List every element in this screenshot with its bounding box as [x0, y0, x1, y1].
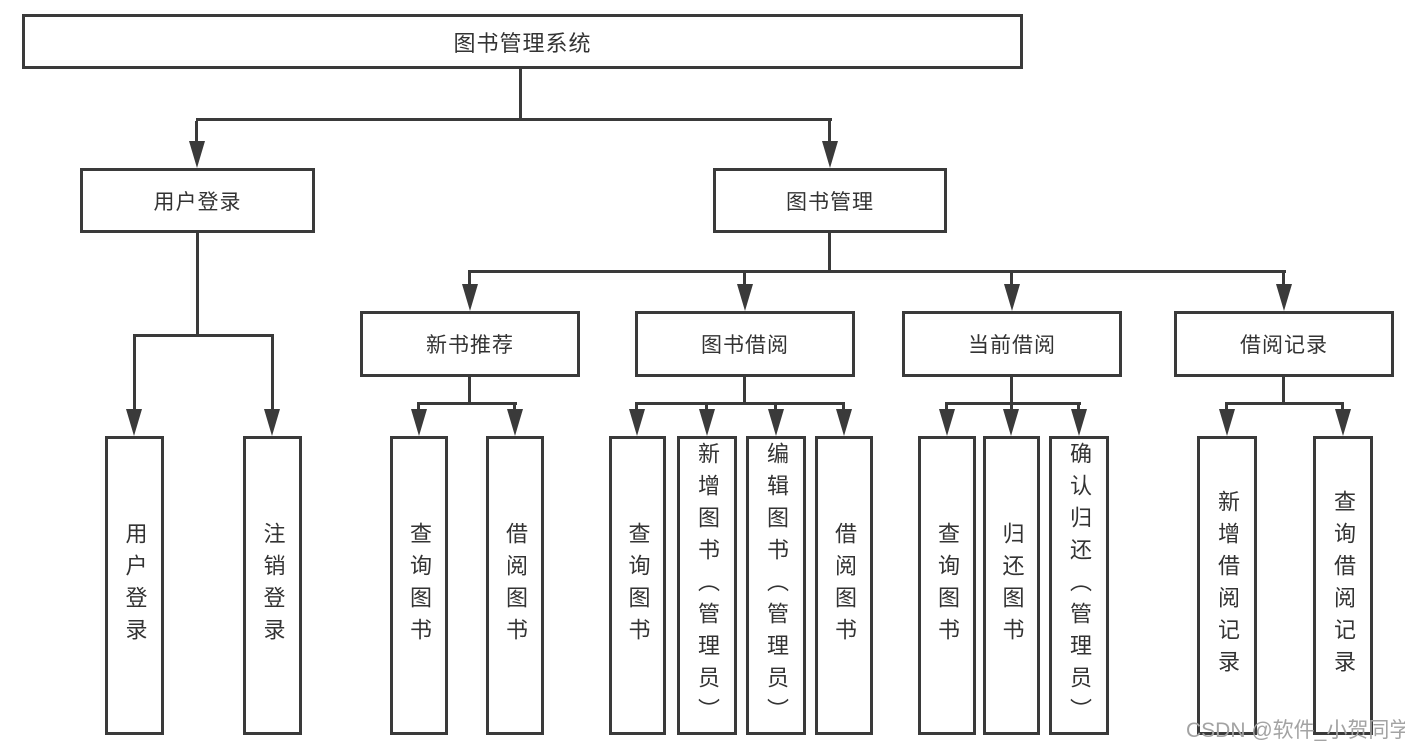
node-current-borrowing: 当前借阅 [902, 311, 1122, 377]
leaf-label: 借阅图书 [832, 521, 857, 650]
connector-arrow [126, 409, 142, 436]
connector-arrow [1071, 409, 1087, 436]
connector-arrow [189, 141, 205, 168]
node-book-management: 图书管理 [713, 168, 947, 233]
leaf-label: 确认归还（管理员） [1067, 441, 1092, 730]
connector-line [1282, 377, 1285, 403]
leaf-label: 编辑图书（管理员） [764, 441, 789, 730]
leaf-label: 新增图书（管理员） [695, 441, 720, 730]
leaf-label: 归还图书 [999, 521, 1025, 650]
connector-line [1010, 273, 1013, 284]
leaf-label: 用户登录 [122, 521, 148, 650]
leaf-bb-edit-books-admin: 编辑图书（管理员） [746, 436, 806, 735]
node-label: 当前借阅 [968, 334, 1056, 357]
connector-line [774, 405, 777, 409]
node-book-borrowing: 图书借阅 [635, 311, 855, 377]
connector-line [828, 121, 831, 141]
connector-arrow [264, 409, 280, 436]
connector-line [133, 334, 274, 337]
connector-line [417, 405, 420, 409]
connector-arrow [737, 284, 753, 311]
leaf-label: 注销登录 [260, 521, 286, 650]
leaf-logout: 注销登录 [243, 436, 302, 735]
leaf-cb-query-books: 查询图书 [918, 436, 976, 735]
leaf-cb-confirm-return-admin: 确认归还（管理员） [1049, 436, 1109, 735]
connector-line [1225, 402, 1344, 405]
connector-line [635, 402, 845, 405]
connector-arrow [462, 284, 478, 311]
connector-arrow [699, 409, 715, 436]
connector-line [743, 273, 746, 284]
connector-line [1010, 405, 1013, 409]
connector-arrow [836, 409, 852, 436]
connector-arrow [1276, 284, 1292, 311]
leaf-br-query-record: 查询借阅记录 [1313, 436, 1373, 735]
connector-line [196, 233, 199, 334]
leaf-label: 查询借阅记录 [1331, 489, 1356, 682]
connector-line [468, 377, 471, 403]
connector-arrow [507, 409, 523, 436]
node-label: 图书管理系统 [453, 30, 592, 56]
connector-line [468, 270, 1286, 273]
leaf-bb-query-books: 查询图书 [609, 436, 666, 735]
leaf-label: 借阅图书 [503, 521, 528, 650]
connector-line [945, 402, 1081, 405]
connector-line [842, 405, 845, 409]
leaf-bb-add-books-admin: 新增图书（管理员） [677, 436, 737, 735]
node-label: 图书管理 [786, 190, 874, 214]
connector-line [1341, 405, 1344, 409]
leaf-label: 查询图书 [625, 521, 651, 650]
connector-line [1225, 405, 1228, 409]
leaf-label: 查询图书 [407, 521, 432, 650]
node-user-login: 用户登录 [80, 168, 315, 233]
leaf-label: 新增借阅记录 [1215, 489, 1240, 682]
leaf-nb-query-books: 查询图书 [390, 436, 448, 735]
connector-line [705, 405, 708, 409]
connector-line [468, 273, 471, 284]
connector-line [945, 405, 948, 409]
connector-arrow [629, 409, 645, 436]
connector-line [271, 337, 274, 409]
connector-line [743, 377, 746, 403]
leaf-label: 查询图书 [935, 521, 960, 650]
connector-arrow [1004, 284, 1020, 311]
connector-line [1010, 377, 1013, 403]
connector-line [1077, 405, 1080, 409]
node-label: 用户登录 [153, 190, 242, 214]
connector-arrow [822, 141, 838, 168]
connector-arrow [1335, 409, 1351, 436]
node-label: 新书推荐 [426, 334, 514, 357]
connector-line [513, 405, 516, 409]
leaf-nb-borrow-books: 借阅图书 [486, 436, 544, 735]
connector-arrow [768, 409, 784, 436]
leaf-bb-borrow-books: 借阅图书 [815, 436, 873, 735]
node-library-system: 图书管理系统 [22, 14, 1023, 69]
connector-arrow [1219, 409, 1235, 436]
connector-line [635, 405, 638, 409]
node-label: 借阅记录 [1240, 334, 1328, 357]
leaf-cb-return-books: 归还图书 [983, 436, 1040, 735]
connector-line [417, 402, 517, 405]
connector-line [1282, 273, 1285, 284]
connector-arrow [1003, 409, 1019, 436]
connector-line [133, 337, 136, 409]
connector-arrow [411, 409, 427, 436]
leaf-br-add-record: 新增借阅记录 [1197, 436, 1257, 735]
connector-arrow [939, 409, 955, 436]
leaf-user-login: 用户登录 [105, 436, 164, 735]
node-new-book-recommend: 新书推荐 [360, 311, 580, 377]
node-label: 图书借阅 [701, 334, 789, 357]
connector-line [196, 118, 832, 121]
connector-line [195, 121, 198, 141]
connector-line [519, 69, 522, 121]
node-borrowing-records: 借阅记录 [1174, 311, 1394, 377]
connector-line [828, 233, 831, 271]
watermark: CSDN @软件_小贺同学 [1186, 719, 1405, 742]
